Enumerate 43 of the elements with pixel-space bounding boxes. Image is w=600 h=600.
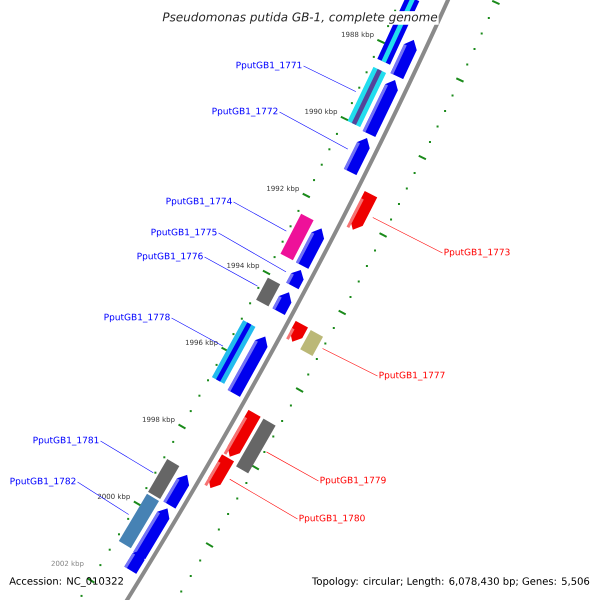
gene-label: PputGB1_1781	[34, 436, 98, 446]
gene-block	[118, 494, 159, 548]
leader-line	[204, 256, 258, 286]
leader-line	[171, 318, 224, 346]
gene-block	[390, 40, 417, 80]
gene-label: PputGB1_1776	[138, 252, 203, 262]
leader-line	[279, 112, 348, 150]
gene-block	[280, 214, 314, 260]
leader-line	[266, 452, 319, 482]
gene-block	[286, 320, 308, 342]
gene-block	[228, 336, 268, 397]
gene-block	[344, 138, 370, 176]
gene-label: PputGB1_1780	[300, 514, 365, 524]
gene-label: PputGB1_1772	[212, 108, 278, 116]
gene-block	[148, 459, 180, 499]
gene-label: PputGB1_1773	[444, 248, 510, 258]
gene-label: PputGB1_1775	[152, 228, 217, 238]
summary-text: Topology: circular; Length: 6,078,430 bp; Genes: 5,506	[312, 577, 590, 587]
leader-line	[218, 232, 286, 272]
gene-block	[346, 191, 378, 230]
gene-block	[286, 270, 304, 290]
gene-block	[362, 80, 398, 138]
gene-block	[163, 474, 190, 509]
gene-block	[256, 278, 280, 306]
leader-line	[77, 482, 129, 515]
gene-label: PputGB1_1778	[104, 314, 170, 322]
gene-label: PputGB1_1779	[320, 476, 386, 486]
gene-label: PputGB1_1771	[236, 62, 302, 70]
leader-line	[229, 478, 298, 520]
leader-line	[303, 66, 356, 92]
gene-label: PputGB1_1777	[380, 372, 445, 380]
gene-block	[296, 228, 324, 269]
gene-label: PputGB1_1774	[166, 198, 232, 206]
gene-block	[204, 454, 234, 488]
gene-block	[124, 550, 145, 574]
gene-block	[300, 330, 324, 356]
accession-text: Accession: NC_010322	[9, 577, 123, 587]
leader-line	[100, 440, 154, 473]
gene-block	[236, 418, 276, 474]
gene-label: PputGB1_1782	[10, 478, 76, 486]
gene-block	[272, 292, 292, 315]
leader-line	[372, 217, 443, 254]
title: Pseudomonas putida GB-1, complete genome	[161, 11, 439, 25]
